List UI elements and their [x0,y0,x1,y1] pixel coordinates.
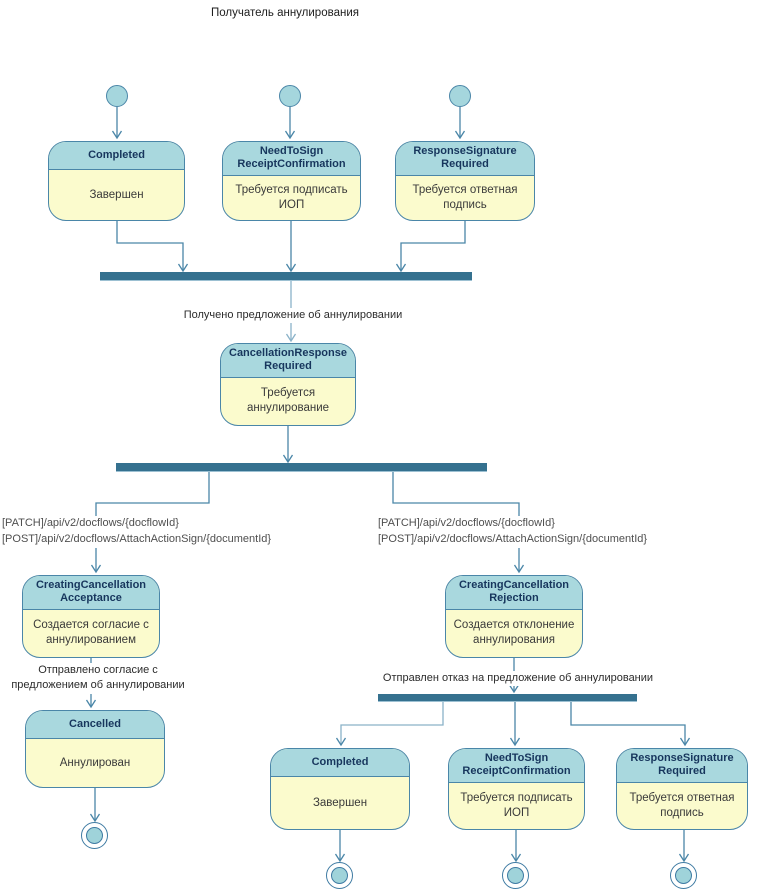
state-name: CreatingCancellation Rejection [446,576,582,610]
state-description: Требуется подписать ИОП [460,791,573,819]
final-node [326,862,353,889]
state-name: Completed [49,142,184,170]
diagram-title: Получатель аннулирования [211,7,359,19]
state-description: Требуется аннулирование [246,387,330,415]
initial-node [449,85,471,107]
fork-bar-bottom [378,694,637,702]
state-creating-rejection: CreatingCancellation Rejection Создается… [445,575,583,658]
state-cancelled: Cancelled Аннулирован [25,710,165,788]
transition-label-received-proposal: Получено предложение об аннулировании [166,308,420,324]
api-label-left: [PATCH]/api/v2/docflows/{docflowId} [POS… [2,516,272,548]
state-needtosign-top: NeedToSign ReceiptConfirmation Требуется… [222,141,361,221]
final-node [670,862,697,889]
state-name: Completed [271,749,409,777]
state-responsesignature-top: ResponseSignature Required Требуется отв… [395,141,535,221]
state-creating-acceptance: CreatingCancellation Acceptance Создаетс… [22,575,160,658]
state-name: NeedToSign ReceiptConfirmation [223,142,360,176]
state-completed-bottom: Completed Завершен [270,748,410,830]
state-completed-top: Completed Завершен [48,141,185,221]
state-description: Завершен [89,188,144,201]
state-name: NeedToSign ReceiptConfirmation [449,749,584,783]
final-node-inner [86,827,103,844]
transition-label-sent-rejection: Отправлен отказ на предложение об аннули… [378,671,658,687]
final-node-inner [507,867,524,884]
state-description: Создается отклонение аннулирования [453,619,575,647]
api-label-line: [PATCH]/api/v2/docflows/{docflowId} [2,517,179,529]
api-label-line: [POST]/api/v2/docflows/AttachActionSign/… [2,532,272,545]
state-name: ResponseSignature Required [396,142,534,176]
fork-bar-middle [116,463,487,472]
initial-node [279,85,301,107]
state-responsesignature-bottom: ResponseSignature Required Требуется отв… [616,748,748,830]
final-node-inner [675,867,692,884]
final-node [502,862,529,889]
api-label-right: [PATCH]/api/v2/docflows/{docflowId} [POS… [378,516,648,548]
initial-node [106,85,128,107]
state-description: Требуется ответная подпись [412,183,518,211]
state-name: CreatingCancellation Acceptance [23,576,159,610]
join-bar-top [100,272,472,281]
state-needtosign-bottom: NeedToSign ReceiptConfirmation Требуется… [448,748,585,830]
final-node-inner [331,867,348,884]
api-label-line: [POST]/api/v2/docflows/AttachActionSign/… [378,532,648,545]
state-description: Завершен [312,796,368,809]
state-description: Требуется подписать ИОП [235,183,348,211]
state-cancellationresponse: CancellationResponse Required Требуется … [220,343,356,426]
transition-label-sent-acceptance: Отправлено согласие с предложением об ан… [0,663,196,694]
final-node [81,822,108,849]
state-description: Аннулирован [59,756,131,769]
state-name: Cancelled [26,711,164,739]
state-description: Требуется ответная подпись [629,791,735,819]
state-name: ResponseSignature Required [617,749,747,783]
state-description: Создается согласие с аннулированием [33,619,149,647]
api-label-line: [PATCH]/api/v2/docflows/{docflowId} [378,517,555,529]
state-name: CancellationResponse Required [221,344,355,378]
